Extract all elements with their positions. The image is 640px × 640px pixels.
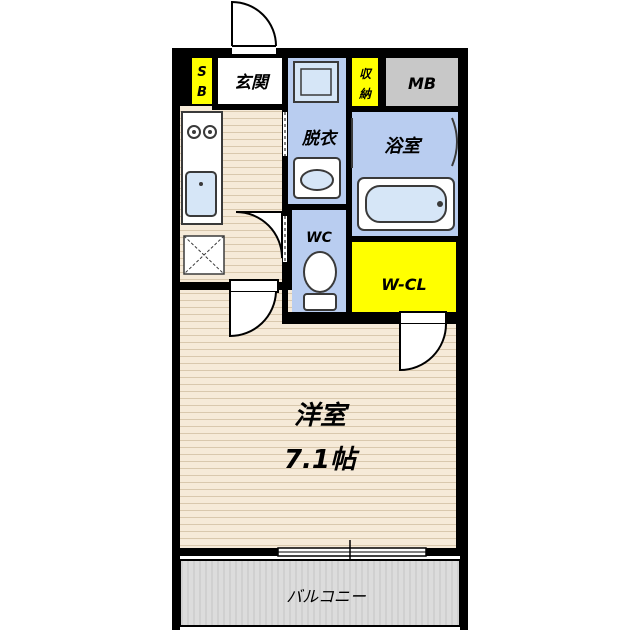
- label-shoe-box-s: S: [197, 65, 206, 80]
- wall-bath-wcl: [346, 236, 468, 242]
- label-storage-2: 納: [358, 87, 373, 101]
- label-western-room-size: 7.1帖: [284, 445, 360, 475]
- label-shoe-box-b: B: [197, 85, 207, 100]
- label-storage: 収: [359, 67, 373, 81]
- kitchen-door: [235, 211, 283, 259]
- wall-entrance-kitchen: [212, 104, 284, 110]
- wcl-door: [399, 311, 447, 372]
- label-balcony: バルコニー: [286, 587, 367, 606]
- wall-storage-mb: [378, 58, 386, 108]
- label-bath: 浴室: [384, 136, 423, 157]
- entrance-floor: [218, 58, 282, 106]
- shoe-box-floor: [192, 58, 212, 104]
- label-toilet: WC: [306, 230, 332, 246]
- label-entrance: 玄関: [234, 73, 271, 93]
- refrigerator-space: [183, 235, 225, 275]
- walk-in-closet-floor: [352, 242, 456, 312]
- wall-kitchen-right: [282, 58, 288, 324]
- kitchen-counter: [181, 111, 223, 225]
- balcony-floor: [179, 559, 461, 627]
- vanity-sink: [293, 157, 341, 199]
- label-walk-in-closet: W-CL: [381, 275, 427, 294]
- balcony-left-rail: [172, 556, 180, 630]
- wall-sb: [212, 58, 218, 106]
- bathtub: [357, 177, 455, 231]
- meter-box-floor: [386, 58, 458, 106]
- wall-dressing-toilet: [282, 204, 352, 210]
- wall-dressing-right: [346, 58, 352, 324]
- label-dressing: 脱衣: [301, 129, 339, 149]
- toilet-fixture: [303, 251, 337, 311]
- label-meter-box: MB: [408, 74, 436, 93]
- room-door: [229, 279, 279, 338]
- entrance-door: [231, 0, 277, 54]
- washer-pan: [293, 61, 339, 103]
- storage-floor: [352, 58, 378, 106]
- balcony-right-rail: [460, 556, 468, 630]
- bath-window: [451, 117, 458, 167]
- wall-bath-top: [346, 106, 468, 112]
- label-western-room: 洋室: [294, 401, 350, 431]
